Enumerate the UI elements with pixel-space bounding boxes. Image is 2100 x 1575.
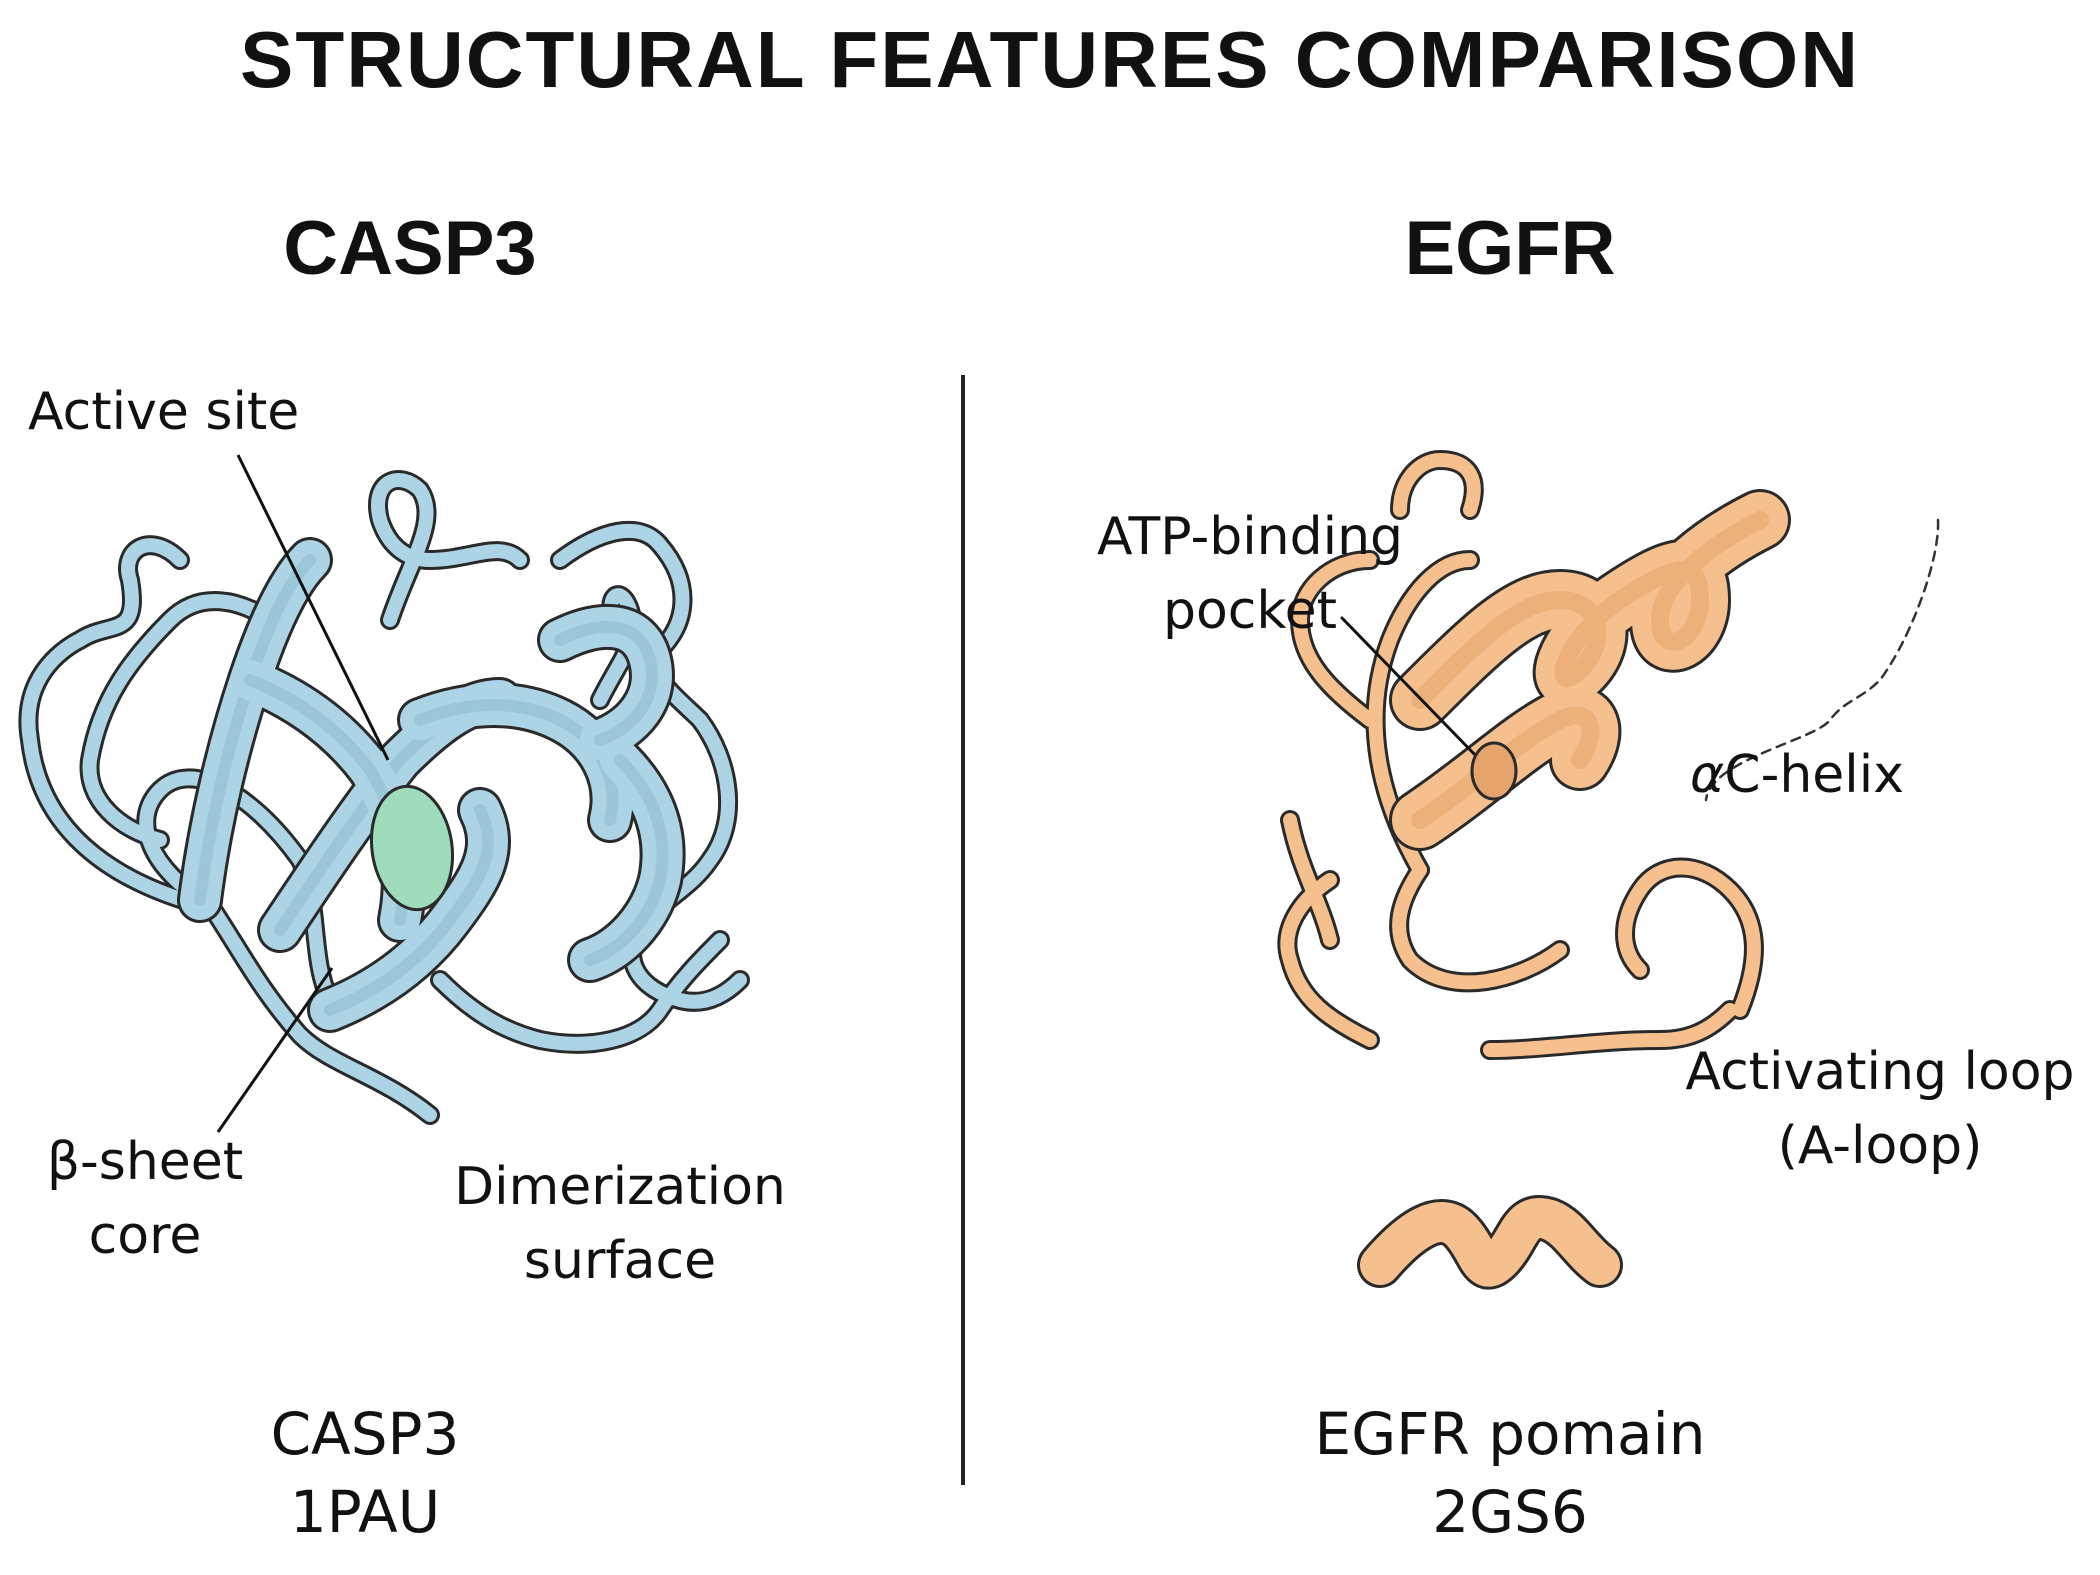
- egfr-helices: [1389, 489, 1791, 851]
- alpha-c-helix-dashed-guide: [1704, 518, 1940, 802]
- casp3-caption-name: CASP3: [270, 1400, 460, 1468]
- casp3-caption: CASP3 1PAU: [15, 1395, 715, 1551]
- label-active-site: Active site: [28, 382, 300, 442]
- egfr-fragment-helix: [1360, 1198, 1620, 1287]
- active-site-marker: [369, 784, 455, 912]
- active-site-leader: [236, 454, 390, 761]
- casp3-beta-strands: [177, 537, 686, 1033]
- atp-pocket-leader: [1340, 616, 1482, 762]
- casp3-pdb-id: 1PAU: [289, 1478, 441, 1546]
- egfr-heading: EGFR: [1404, 206, 1616, 291]
- egfr-caption-name: EGFR pomain: [1314, 1400, 1706, 1468]
- casp3-heading: CASP3: [283, 206, 537, 291]
- label-dimerization-surface: Dimerization surface: [454, 1157, 786, 1291]
- beta-sheet-leader: [216, 967, 334, 1133]
- label-activating-loop: Activating loop (A-loop): [1685, 1042, 2075, 1176]
- egfr-caption: EGFR pomain 2GS6: [1160, 1395, 1860, 1551]
- egfr-pdb-id: 2GS6: [1432, 1478, 1588, 1546]
- figure-title: STRUCTURAL FEATURES COMPARISON: [240, 15, 1860, 104]
- label-alpha-c-helix: αC-helix: [1690, 745, 1904, 805]
- label-atp-binding-pocket: ATP-binding pocket: [1096, 507, 1404, 641]
- atp-pocket-marker: [1470, 741, 1518, 801]
- label-beta-sheet-core: β-sheet core: [46, 1132, 244, 1266]
- egfr-ribbon-structure: [1277, 450, 1940, 1290]
- casp3-ribbon-structure: [18, 454, 750, 1133]
- alpha-symbol: α: [1690, 745, 1725, 805]
